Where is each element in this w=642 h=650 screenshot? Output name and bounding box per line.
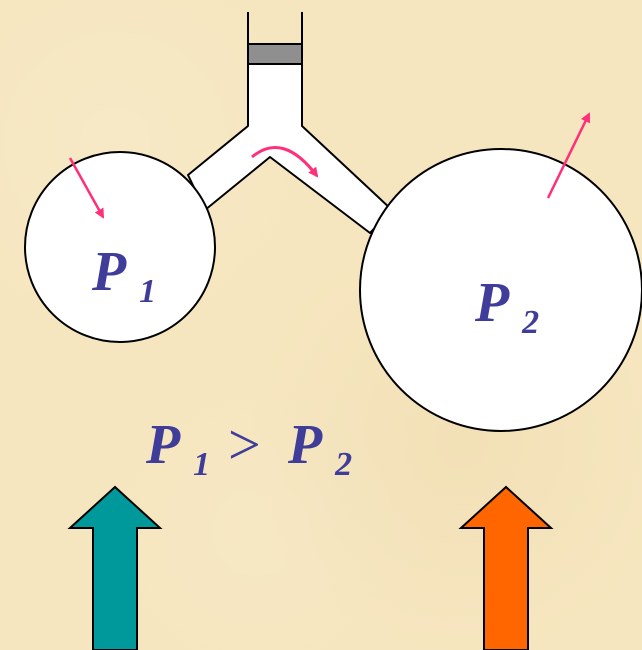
formula-right: P 2 (287, 414, 352, 483)
right-bubble-symbol: P (474, 272, 510, 334)
formula-left: P 1 (145, 414, 210, 483)
formula-operator: > (228, 412, 261, 477)
inward-arrow-icon (68, 157, 105, 219)
formula-left-subscript: 1 (193, 446, 210, 483)
formula-right-symbol: P (287, 414, 323, 476)
left-bubble-label: P 1 (91, 241, 156, 310)
right-up-arrow-icon (458, 485, 554, 650)
outward-arrow-icon (546, 112, 591, 199)
left-bubble-symbol: P (91, 241, 127, 303)
formula-left-symbol: P (145, 414, 181, 476)
left-bubble-subscript: 1 (139, 273, 156, 310)
curved-arrow-icon (251, 146, 319, 178)
left-up-arrow-icon (67, 485, 163, 650)
formula-right-subscript: 2 (334, 446, 352, 483)
left-bubble (24, 151, 216, 343)
pipe-shape (187, 64, 393, 234)
right-bubble-subscript: 2 (521, 304, 539, 341)
right-bubble-label: P 2 (474, 272, 539, 341)
right-bubble (359, 148, 642, 432)
piston (247, 43, 303, 65)
